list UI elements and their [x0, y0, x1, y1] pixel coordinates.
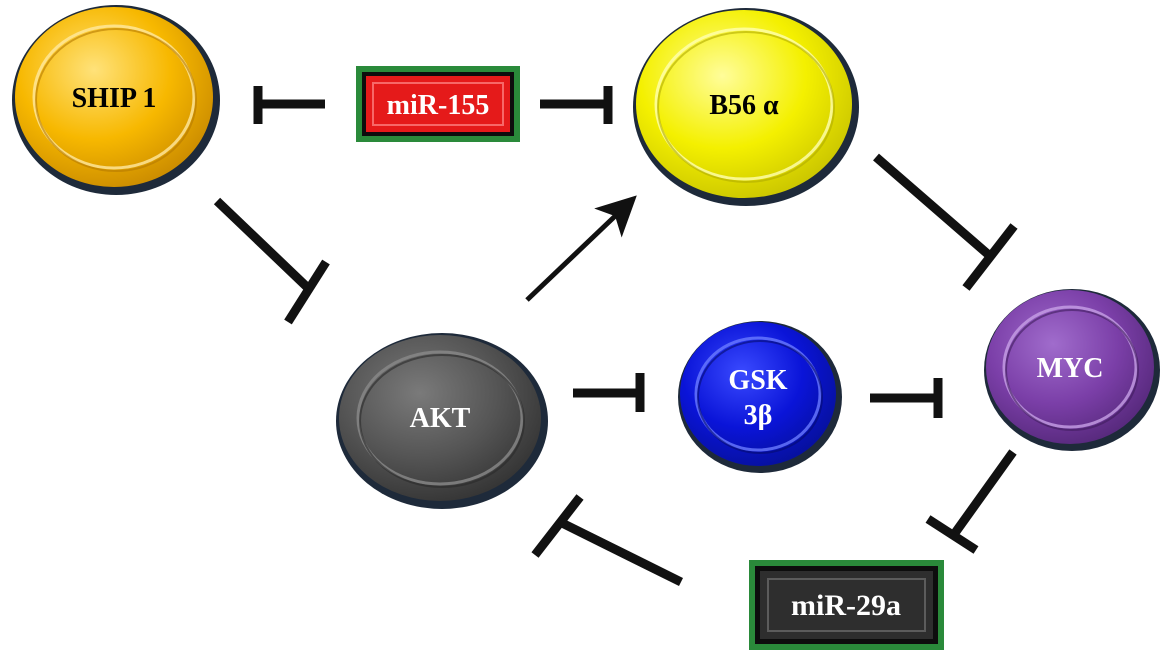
node-myc: MYC [984, 289, 1160, 451]
edge-mir29a-inhibits-akt [531, 494, 683, 587]
node-gsk3b: GSK 3β [678, 321, 842, 473]
edge-akt-inhibits-gsk3b [573, 373, 645, 412]
edge-b56a-inhibits-myc [873, 153, 1018, 291]
edge-mir155-inhibits-ship1 [253, 86, 325, 124]
mir155-label: miR-155 [387, 90, 490, 121]
ship1-label: SHIP 1 [72, 83, 157, 114]
edge-ship1-inhibits-akt [213, 197, 330, 325]
node-ship1: SHIP 1 [12, 5, 220, 195]
gsk3b-label-line2: 3β [744, 400, 773, 431]
node-mir155: miR-155 [356, 66, 520, 142]
gsk3b-label-line1: GSK [728, 365, 787, 396]
node-b56a: B56 α [633, 8, 859, 206]
b56a-label: B56 α [709, 90, 779, 121]
edge-myc-inhibits-mir29a [925, 449, 1017, 554]
node-akt: AKT [336, 333, 548, 509]
myc-label: MYC [1037, 353, 1104, 384]
mir29a-label: miR-29a [791, 589, 901, 622]
node-mir29a: miR-29a [749, 560, 944, 650]
edge-mir155-inhibits-b56a [540, 86, 613, 124]
akt-label: AKT [410, 403, 471, 434]
edge-gsk3b-inhibits-myc [870, 378, 943, 418]
edge-akt-activates-b56a [525, 195, 637, 302]
